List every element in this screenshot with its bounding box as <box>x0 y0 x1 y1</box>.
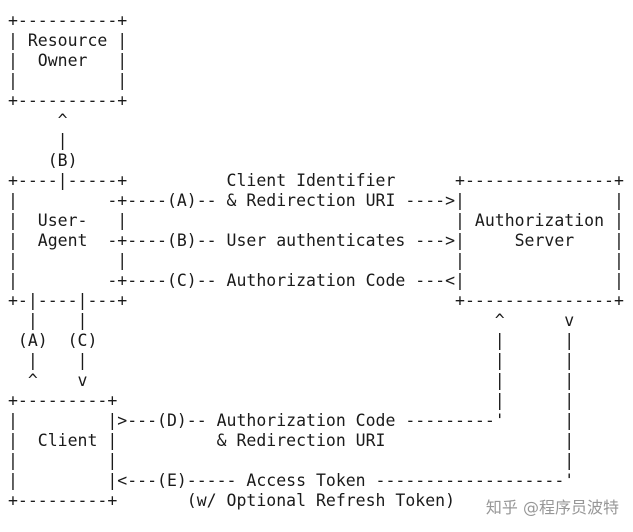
zhihu-watermark: 知乎 @程序员波特 <box>485 498 619 517</box>
diagram-line: | User- | | Authorization | <box>8 211 624 230</box>
ascii-flow-diagram: +----------+ | Resource | | Owner | | | … <box>8 11 624 511</box>
diagram-line: | -+----(C)-- Authorization Code ---<| | <box>8 271 624 290</box>
diagram-line: | <box>8 131 68 150</box>
diagram-line: | | | | <box>8 351 575 370</box>
diagram-line: (A) (C) | | <box>8 331 575 350</box>
diagram-line: +---------+ | | <box>8 391 575 410</box>
diagram-line: +----|-----+ Client Identifier +--------… <box>8 171 624 190</box>
diagram-line: | |<---(E)----- Access Token -----------… <box>8 471 575 490</box>
diagram-line: | -+----(A)-- & Redirection URI ---->| | <box>8 191 624 210</box>
diagram-line: | Client | & Redirection URI | <box>8 431 575 450</box>
diagram-line: +-|----|---+ +---------------+ <box>8 291 624 310</box>
diagram-line: | |>---(D)-- Authorization Code --------… <box>8 411 575 430</box>
diagram-line: +----------+ <box>8 91 128 110</box>
diagram-line: ^ <box>8 111 68 130</box>
diagram-line: | Owner | <box>8 51 128 70</box>
diagram-line: | | <box>8 71 128 90</box>
diagram-line: +---------+ (w/ Optional Refresh Token) <box>8 491 456 510</box>
diagram-line: | | | | <box>8 251 624 270</box>
diagram-line: | Agent -+----(B)-- User authenticates -… <box>8 231 624 250</box>
diagram-line: ^ v | | <box>8 371 575 390</box>
diagram-line: +----------+ <box>8 11 128 30</box>
diagram-line: | | | <box>8 451 575 470</box>
diagram-line: | Resource | <box>8 31 128 50</box>
diagram-line: (B) <box>8 151 78 170</box>
diagram-line: | | ^ v <box>8 311 575 330</box>
